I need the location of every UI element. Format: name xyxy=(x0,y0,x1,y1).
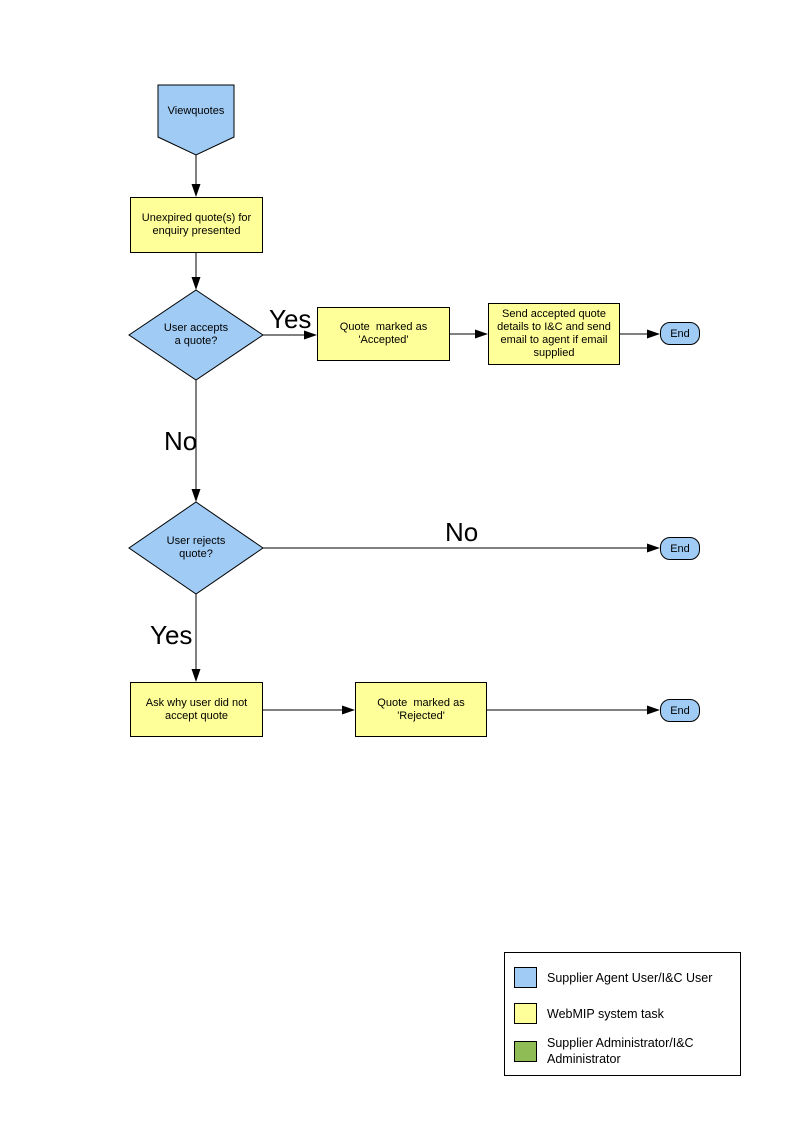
legend-item: Supplier Administrator/I&C Administrator xyxy=(514,1035,736,1067)
arrowhead xyxy=(304,330,317,340)
branch-label-no-reject: No xyxy=(445,517,479,547)
arrowhead xyxy=(191,489,201,502)
arrowhead xyxy=(647,329,660,339)
task-quote-rejected: Quote marked as 'Rejected' xyxy=(355,682,487,737)
arrowhead xyxy=(647,543,660,553)
legend-swatch-blue xyxy=(514,967,537,988)
arrowhead xyxy=(647,705,660,715)
branch-label-no-accept: No xyxy=(164,426,198,456)
decision-reject-label: User rejects quote? xyxy=(166,535,226,560)
legend-item: Supplier Agent User/I&C User xyxy=(514,967,736,988)
legend-box: Supplier Agent User/I&C User WebMIP syst… xyxy=(504,952,741,1076)
start-pentagon-shape xyxy=(157,84,235,156)
task-ask-why: Ask why user did not accept quote xyxy=(130,682,263,737)
decision-accept-label: User accepts a quote? xyxy=(163,322,229,347)
arrowhead xyxy=(191,669,201,682)
legend-item-label: Supplier Agent User/I&C User xyxy=(547,970,713,985)
arrowhead xyxy=(191,277,201,290)
end-node-rejected: End xyxy=(660,699,700,722)
task-unexpired-quotes: Unexpired quote(s) for enquiry presented xyxy=(130,197,263,253)
arrowhead xyxy=(475,329,488,339)
task-send-details: Send accepted quote details to I&C and s… xyxy=(488,303,620,365)
start-node-label: Viewquotes xyxy=(167,104,225,117)
arrowhead xyxy=(342,705,355,715)
branch-label-yes-accept: Yes xyxy=(269,304,312,334)
legend-swatch-yellow xyxy=(514,1003,537,1024)
legend-swatch-green xyxy=(514,1040,537,1062)
legend-item: WebMIP system task xyxy=(514,1003,736,1024)
branch-label-yes-reject: Yes xyxy=(150,620,193,650)
end-node-no-reject: End xyxy=(660,537,700,560)
task-quote-accepted: Quote marked as 'Accepted' xyxy=(317,307,450,361)
legend-item-label: WebMIP system task xyxy=(547,1006,664,1021)
end-node-accept: End xyxy=(660,322,700,345)
arrowhead xyxy=(191,184,201,197)
legend-item-label: Supplier Administrator/I&C Administrator xyxy=(547,1036,694,1066)
